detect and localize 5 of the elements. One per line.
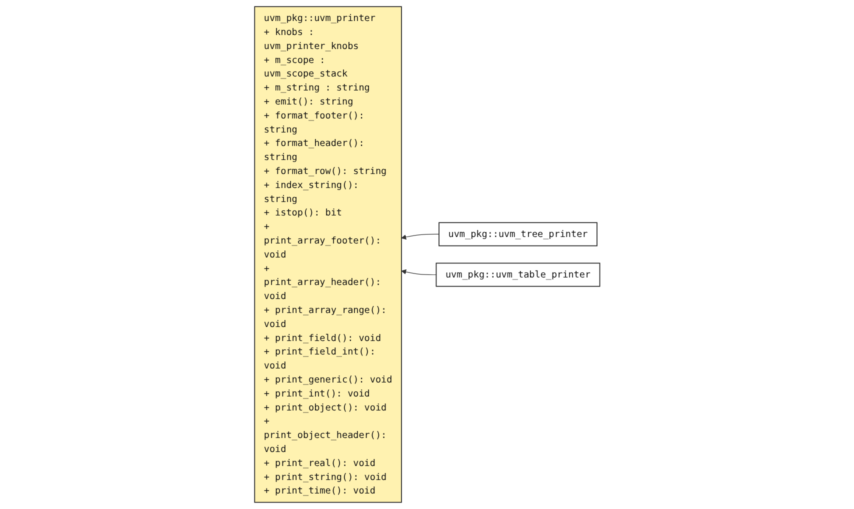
arrow (401, 234, 440, 240)
node-box: uvm_pkg::uvm_tree_printer (438, 222, 598, 246)
node-box: uvm_pkg::uvm_table_printer (436, 262, 600, 287)
arrow (401, 269, 436, 276)
node-box: uvm_pkg::uvm_printer + knobs : uvm_printer_knobs + m_scope : uvm_scope_stack + m_string : string + emit(): string + format_footer(): string + format_header(): string + format_row(): string + index_string(): string + istop(): bit + print_array_footer(): void + print_array_header(): void + print_array_range(): void + print_field(): void + print_field_int(): void + print_generic(): void + print_int(): void + print_object(): void + print_object_header(): void + print_real(): void + print_string(): void + print_time(): void (254, 6, 402, 503)
